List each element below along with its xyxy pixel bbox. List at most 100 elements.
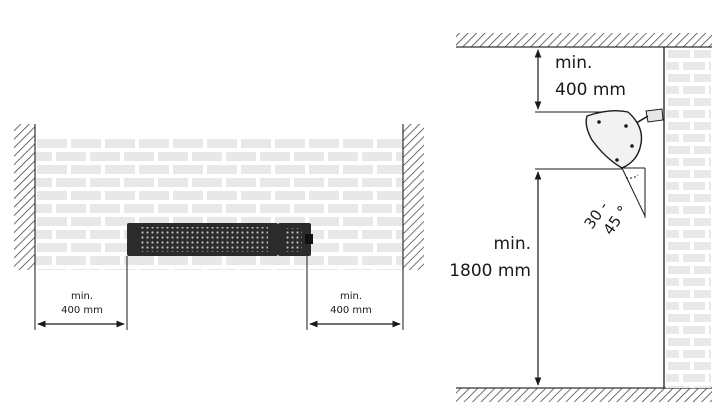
brick — [226, 152, 256, 161]
tilt-angle-indicator — [621, 167, 646, 218]
brick — [709, 350, 711, 358]
brick — [362, 178, 392, 187]
brick — [207, 191, 237, 200]
brick — [668, 386, 690, 388]
brick — [139, 191, 169, 200]
brick — [173, 269, 203, 270]
brick — [694, 146, 711, 154]
brick — [683, 62, 705, 70]
brick — [343, 243, 373, 252]
brick — [105, 269, 135, 270]
brick — [396, 230, 403, 239]
brick — [192, 204, 222, 213]
brick — [56, 204, 86, 213]
brick — [694, 314, 711, 322]
brick — [275, 165, 305, 174]
brick — [683, 110, 705, 118]
brick — [694, 218, 711, 226]
brick — [666, 350, 679, 358]
brick — [362, 256, 392, 265]
brick — [709, 86, 711, 94]
brick — [105, 139, 135, 148]
brick — [139, 269, 169, 270]
brick — [309, 217, 339, 226]
brick — [71, 243, 101, 252]
brick — [35, 152, 52, 161]
brick — [124, 152, 154, 161]
brick — [709, 206, 711, 214]
right-clearance-label-line2: 400 mm — [330, 305, 372, 316]
brick — [56, 178, 86, 187]
brick — [683, 86, 705, 94]
brick — [377, 217, 403, 226]
brick — [105, 191, 135, 200]
brick — [668, 170, 690, 178]
brick — [275, 139, 305, 148]
brick — [173, 217, 203, 226]
brick — [37, 191, 67, 200]
brick — [260, 204, 290, 213]
brick — [709, 110, 711, 118]
brick — [377, 139, 403, 148]
brick — [694, 362, 711, 370]
brick — [294, 256, 324, 265]
brick — [207, 139, 237, 148]
brick — [309, 269, 339, 270]
brick — [709, 62, 711, 70]
brick — [343, 217, 373, 226]
brick — [275, 269, 305, 270]
brick — [694, 290, 711, 298]
floor-clearance-label-line2: 1800 mm — [449, 261, 531, 281]
brick — [260, 152, 290, 161]
brick — [260, 178, 290, 187]
brick — [139, 139, 169, 148]
brick — [207, 269, 237, 270]
brick — [668, 122, 690, 130]
brick — [668, 98, 690, 106]
brick — [668, 242, 690, 250]
ceiling-clearance-label-line1: min. — [555, 53, 592, 73]
brick — [56, 152, 86, 161]
brick — [294, 204, 324, 213]
brick — [666, 326, 679, 334]
brick — [241, 269, 271, 270]
brick — [343, 191, 373, 200]
brick — [396, 204, 403, 213]
brick — [275, 191, 305, 200]
brick — [124, 178, 154, 187]
brick — [173, 165, 203, 174]
brick — [35, 230, 52, 239]
brick — [668, 194, 690, 202]
brick — [139, 165, 169, 174]
brick — [668, 314, 690, 322]
brick — [668, 338, 690, 346]
brick — [343, 139, 373, 148]
brick — [105, 217, 135, 226]
brick — [105, 165, 135, 174]
brick — [90, 152, 120, 161]
brick — [666, 206, 679, 214]
brick — [309, 191, 339, 200]
brick — [694, 170, 711, 178]
floor — [456, 388, 712, 402]
brick — [683, 254, 705, 262]
side-view: min. 400 mm min. 1800 mm 30 - 45 ° — [449, 33, 712, 402]
right-side-wall — [403, 124, 424, 270]
brick — [683, 134, 705, 142]
brick — [694, 74, 711, 82]
brick — [309, 165, 339, 174]
brick — [666, 86, 679, 94]
ceiling — [456, 33, 712, 47]
brick — [377, 165, 403, 174]
brick — [709, 254, 711, 262]
brick — [241, 139, 271, 148]
brick — [396, 152, 403, 161]
brick — [362, 230, 392, 239]
brick — [709, 230, 711, 238]
brick — [694, 386, 711, 388]
brick — [124, 256, 154, 265]
brick — [294, 178, 324, 187]
brick — [709, 326, 711, 334]
brick — [309, 243, 339, 252]
